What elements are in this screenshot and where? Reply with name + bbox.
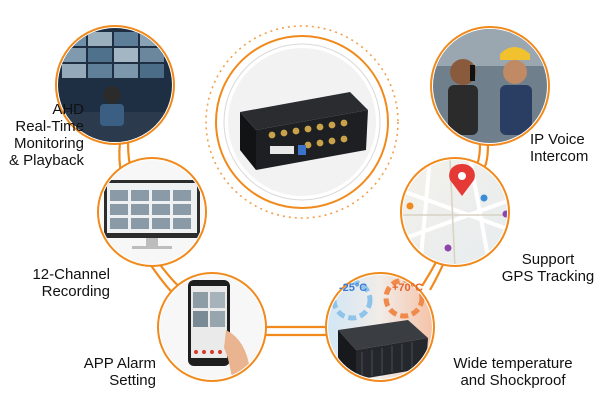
orbit-ring	[205, 25, 399, 219]
feature-label-app: APP Alarm Setting	[83, 355, 156, 389]
map-pin-icon	[449, 164, 475, 196]
feature-label-gps: Support GPS Tracking	[501, 251, 595, 285]
feature-label-ip-voice: IP Voice Intercom	[530, 131, 589, 165]
hot-temp-label: +70°C	[392, 282, 423, 294]
phone-app-image	[157, 272, 267, 382]
feature-label-temperature: Wide temperature and Shockproof	[453, 355, 573, 389]
recording-monitor-image	[97, 157, 207, 267]
gps-map-image	[400, 157, 510, 267]
monitoring-room-image	[55, 25, 175, 145]
feature-label-ahd: AHD Real-Time Monitoring & Playback	[8, 101, 84, 169]
intercom-image	[430, 26, 550, 146]
feature-label-recording: 12-Channel Recording	[32, 266, 110, 300]
cold-temp-label: -25°C	[339, 282, 367, 294]
center-ring	[215, 35, 389, 209]
mdvr-device-image	[223, 43, 381, 201]
temperature-device-image: -25°C +70°C	[325, 272, 435, 382]
